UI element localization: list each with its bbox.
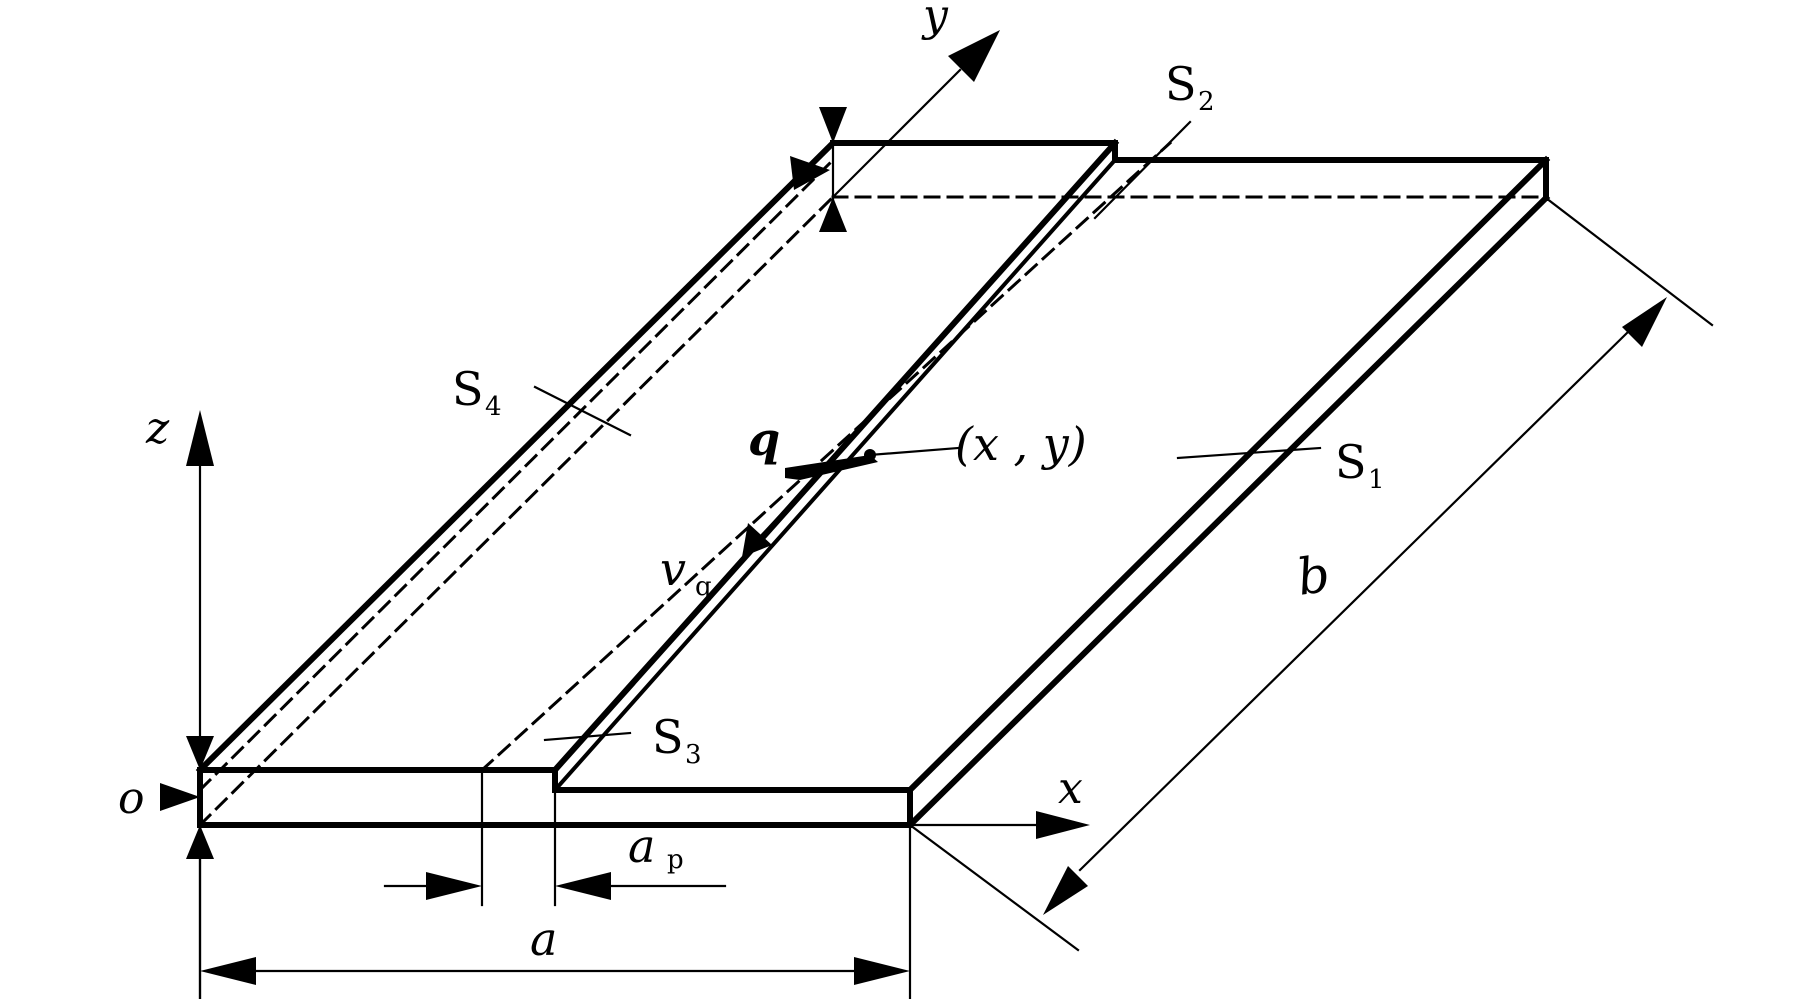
y-axis-line xyxy=(831,68,962,199)
plate-outline xyxy=(195,138,1551,830)
coordinate-axes xyxy=(186,30,1090,999)
width-dimensions xyxy=(198,768,912,999)
plate-right-top-edge xyxy=(905,155,1551,795)
origin-thickness-arrow-top xyxy=(186,736,214,770)
surface-3-subscript: 3 xyxy=(685,740,702,770)
thickness-markers xyxy=(160,107,847,859)
dim-ap-arrow-left xyxy=(426,872,482,900)
back-pointer-arrow xyxy=(790,156,830,190)
s3-leader xyxy=(543,731,632,742)
s2-leader xyxy=(1093,120,1192,220)
groove-step-edge-bottom xyxy=(552,157,1118,793)
point-xy-label: (x , y) xyxy=(955,417,1087,471)
dim-b-arrow-top xyxy=(1622,297,1667,347)
x-axis-label: x xyxy=(1058,763,1083,814)
strip-width-label: a xyxy=(628,819,655,873)
text-labels: z x y o a a p b q v q (x , y) S 1 S 2 S … xyxy=(118,0,1385,966)
velocity-arrow-line xyxy=(757,487,808,541)
heat-source-label: q xyxy=(748,412,780,466)
dim-ap-arrow-right xyxy=(555,872,611,900)
velocity-arrowhead xyxy=(742,523,772,557)
surface-4-subscript: 4 xyxy=(485,392,502,422)
origin-pointer-arrow xyxy=(160,783,200,811)
length-b-label: b xyxy=(1294,545,1334,607)
origin-label: o xyxy=(118,773,145,824)
z-axis-label: z xyxy=(145,403,170,454)
surface-leaders xyxy=(533,120,1322,742)
dim-b-ext-bottom xyxy=(908,823,1080,952)
dim-a-arrow-right xyxy=(854,957,910,985)
y-axis-arrowhead xyxy=(948,30,1000,82)
z-axis-arrowhead xyxy=(186,410,214,466)
dim-b-ext-top xyxy=(1544,196,1714,327)
dim-b-arrow-bottom xyxy=(1043,866,1088,915)
surface-3-label: S xyxy=(652,710,684,764)
velocity-subscript: q xyxy=(695,572,712,602)
groove-step-edge-top xyxy=(550,138,1120,775)
heat-source-marker xyxy=(742,446,960,557)
hidden-left-bottom-edge xyxy=(197,194,836,828)
surface-1-label: S xyxy=(1335,435,1367,489)
surface-1-subscript: 1 xyxy=(1368,465,1385,495)
hidden-left-mid-edge xyxy=(197,157,836,793)
dim-a-arrow-left xyxy=(200,957,256,985)
x-axis-arrowhead xyxy=(1036,811,1090,839)
hidden-strip-line xyxy=(479,140,1173,773)
surface-2-label: S xyxy=(1165,57,1197,111)
dim-b-line xyxy=(1078,328,1632,872)
back-thickness-arrow-top xyxy=(819,107,847,143)
surface-4-label: S xyxy=(452,362,484,416)
strip-width-subscript: p xyxy=(667,845,684,875)
s4-leader xyxy=(533,385,632,437)
width-a-label: a xyxy=(530,912,557,966)
hidden-lines xyxy=(197,140,1548,828)
surface-2-subscript: 2 xyxy=(1198,87,1215,117)
velocity-label: v xyxy=(660,542,686,596)
y-axis-label: y xyxy=(921,0,949,41)
plate-left-edge xyxy=(195,138,838,775)
point-xy-leader xyxy=(868,446,960,457)
heat-source-shape xyxy=(785,455,878,480)
s1-leader xyxy=(1176,446,1322,460)
length-dimension xyxy=(908,196,1714,952)
plate-right-bottom-edge xyxy=(905,193,1551,830)
back-thickness-arrow-bottom xyxy=(819,197,847,232)
